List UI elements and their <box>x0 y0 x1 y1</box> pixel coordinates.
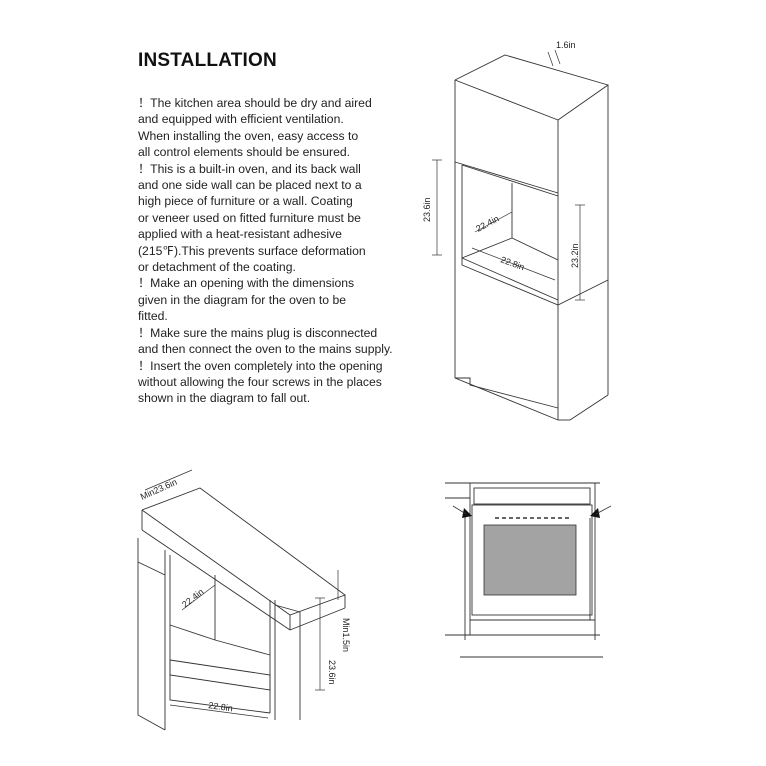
instruction-line: (215℉).This prevents surface deformation <box>138 243 366 258</box>
instruction-line: high piece of furniture or a wall. Coati… <box>138 194 353 209</box>
instruction-line: ！Insert the oven completely into the ope… <box>138 358 383 373</box>
page-title: INSTALLATION <box>138 50 277 71</box>
instruction-line: ！The kitchen area should be dry and aire… <box>138 96 372 110</box>
oven-window <box>483 524 577 596</box>
instruction-line: and equipped with efficient ventilation. <box>138 112 344 127</box>
instruction-line: When installing the oven, easy access to <box>138 128 359 143</box>
instruction-line: or detachment of the coating. <box>138 260 296 275</box>
instruction-line: shown in the diagram to fall out. <box>138 391 311 406</box>
dim-height-label: 23.6in <box>422 197 432 222</box>
instruction-line: all control elements should be ensured. <box>138 145 351 160</box>
instruction-line: or veneer used on fitted furniture must … <box>138 210 361 225</box>
instruction-line: ！Make sure the mains plug is disconnecte… <box>138 325 378 340</box>
instruction-line: given in the diagram for the oven to be <box>138 292 346 307</box>
dim-top-label: 1.6in <box>556 40 576 50</box>
instruction-line: ！Make an opening with the dimensions <box>138 276 355 291</box>
instruction-line: ！This is a built-in oven, and its back w… <box>138 161 361 176</box>
instruction-line: fitted. <box>138 309 168 324</box>
instruction-line: without allowing the four screws in the … <box>138 374 382 389</box>
dim-height-label: 23.6in <box>327 660 337 685</box>
dim-right-height-label: 23.2in <box>570 243 580 268</box>
dim-gap-label: Min1.5in <box>341 618 351 652</box>
instruction-line: applied with a heat-resistant adhesive <box>138 227 342 242</box>
instruction-line: and one side wall can be placed next to … <box>138 178 362 193</box>
dim-width-label: 22.8in <box>208 700 234 713</box>
instruction-line: and then connect the oven to the mains s… <box>138 342 393 357</box>
instructions-text: ！The kitchen area should be dry and aire… <box>138 95 418 407</box>
